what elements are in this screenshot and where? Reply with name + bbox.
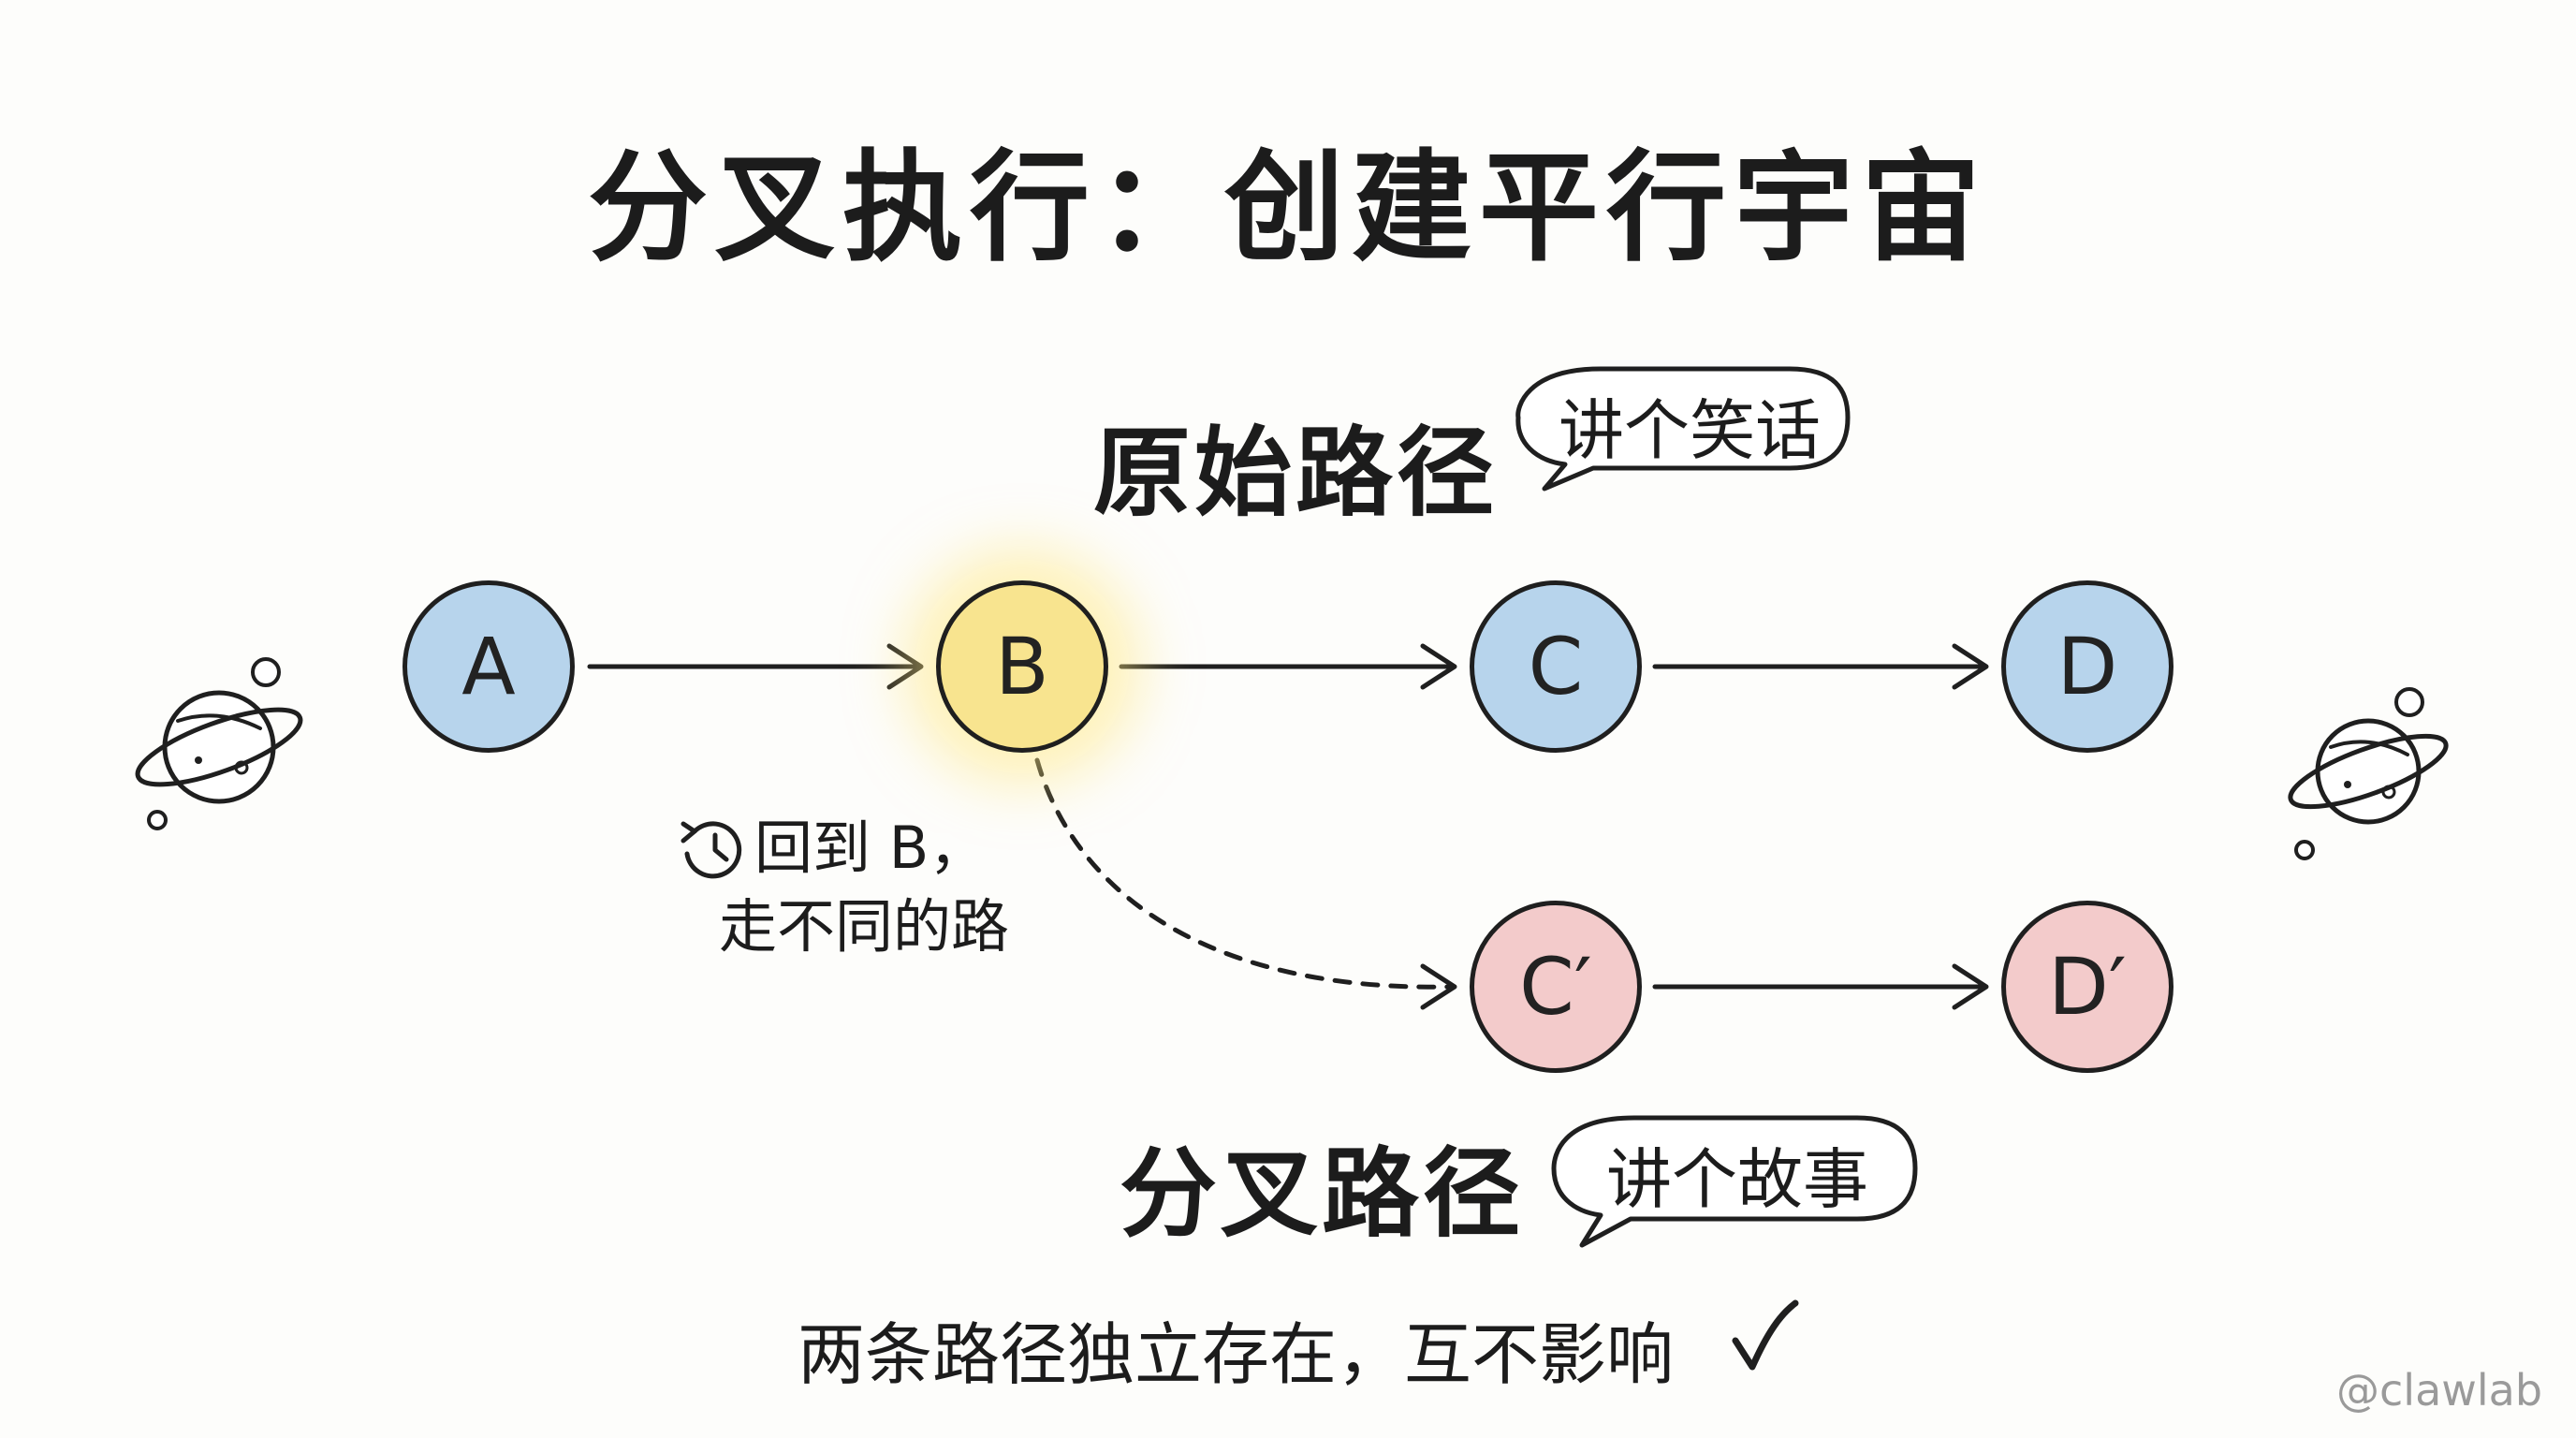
checkmark-icon <box>1732 1299 1799 1371</box>
speech-bubble-fork <box>1551 1115 1918 1248</box>
planet-icon-right <box>2288 687 2449 860</box>
history-clock-icon <box>681 821 742 879</box>
arrow-c-to-d <box>1652 643 1989 690</box>
original-bubble-text: 讲个笑话 <box>1559 392 1821 469</box>
fork-arrow-b-to-c-prime <box>1034 757 1457 1010</box>
node-a: A <box>402 580 575 753</box>
planet-icon-left <box>135 657 303 830</box>
node-d: D <box>2001 580 2174 753</box>
arrow-c-prime-to-d-prime <box>1652 963 1989 1010</box>
fork-note-line1: 回到 B， <box>754 814 988 882</box>
fork-path-label: 分叉路径 <box>1120 1137 1525 1251</box>
node-c-prime: C′ <box>1470 901 1642 1073</box>
page-title: 分叉执行：创建平行宇宙 <box>587 139 1988 278</box>
node-b: B <box>936 580 1108 753</box>
fork-bubble-text: 讲个故事 <box>1606 1141 1868 1218</box>
footer-text: 两条路径独立存在，互不影响 <box>798 1315 1675 1394</box>
arrow-a-to-b <box>587 643 924 690</box>
fork-note-line2: 走不同的路 <box>719 892 1010 961</box>
watermark: @clawlab <box>2336 1365 2543 1416</box>
original-path-label: 原始路径 <box>1093 416 1499 530</box>
speech-bubble-original <box>1515 366 1851 492</box>
node-d-prime: D′ <box>2001 901 2174 1073</box>
node-c: C <box>1470 580 1642 753</box>
arrow-b-to-c <box>1119 643 1457 690</box>
